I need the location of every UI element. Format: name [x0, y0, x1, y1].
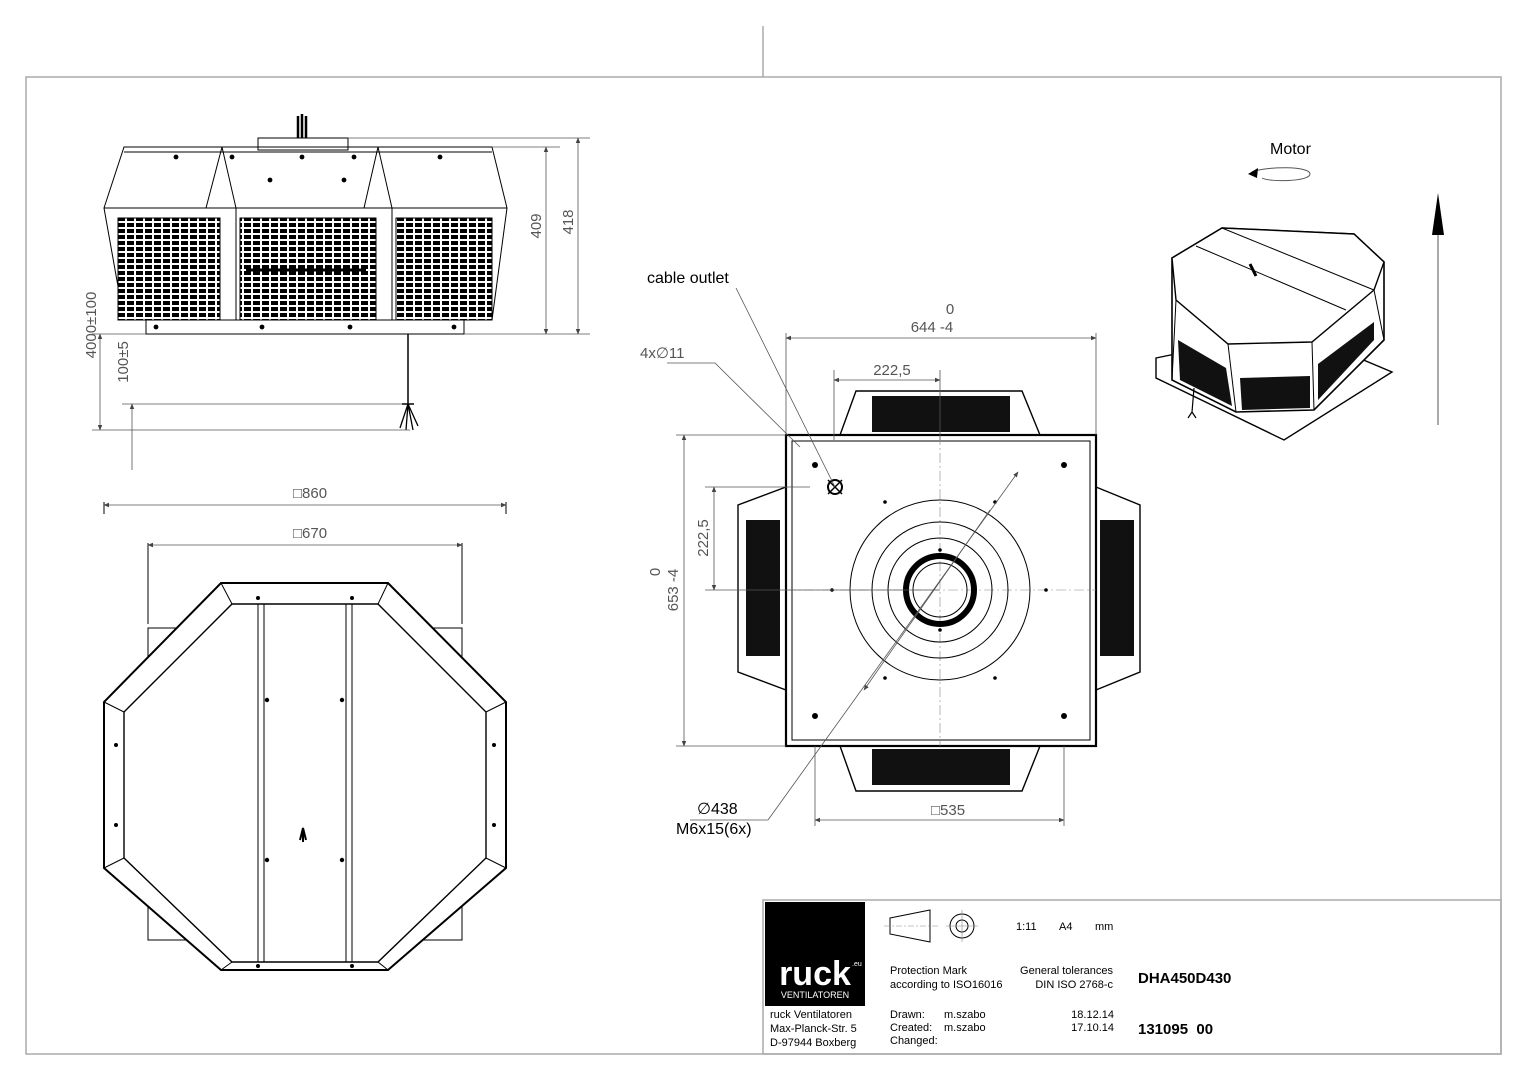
address-line2: Max-Planck-Str. 5: [770, 1023, 857, 1035]
holes-label: 4x∅11: [640, 345, 684, 362]
units: mm: [1095, 921, 1113, 933]
projection-symbol-icon: [884, 909, 978, 943]
drawn-by: m.szabo: [944, 1009, 986, 1021]
ruck-logo: [765, 902, 865, 1006]
created-label: Created:: [890, 1022, 932, 1034]
protection-line2: according to ISO16016: [890, 979, 1003, 991]
dim-cable-end: 100±5: [115, 341, 132, 383]
dim-cable-length: 4000±100: [83, 292, 100, 359]
iso-view: Motor: [1155, 141, 1444, 441]
logo-subtext: VENTILATOREN: [781, 990, 849, 1000]
drawn-label: Drawn:: [890, 1009, 925, 1021]
dim-hole-offset-x: 222,5: [873, 362, 911, 379]
tolerance-line2: DIN ISO 2768-c: [1035, 979, 1113, 991]
address-line1: ruck Ventilatoren: [770, 1009, 852, 1021]
scale: 1:11: [1016, 921, 1037, 933]
dim-409: 409: [528, 213, 545, 238]
dim-height: 653 -4: [665, 569, 682, 612]
dim-hole-offset-y: 222,5: [695, 519, 712, 557]
created-date: 17.10.14: [1071, 1022, 1114, 1034]
logo-text: ruck: [779, 955, 851, 993]
changed-label: Changed:: [890, 1035, 938, 1047]
rotation-arrow-icon: [1251, 167, 1311, 182]
side-view: 409 418 4000±100 100±5: [83, 114, 590, 470]
dim-670: □670: [293, 525, 327, 542]
motor-label: Motor: [1270, 141, 1312, 158]
base-view: cable outlet 4x∅11 0 644 -4 222,5 0 653 …: [640, 270, 1141, 838]
dim-width-upper: 0: [946, 301, 954, 318]
tolerance-line1: General tolerances: [1020, 965, 1113, 977]
paper-size: A4: [1059, 921, 1072, 933]
dim-535: □535: [931, 802, 965, 819]
top-view: □860 □670: [103, 485, 507, 971]
dim-width: 644 -4: [911, 319, 954, 336]
title-block: ruck .eu VENTILATOREN 1:11 A4 mm Protect…: [762, 899, 1502, 1055]
protection-line1: Protection Mark: [890, 965, 968, 977]
product-name: DHA450D430: [1138, 970, 1231, 987]
address-line3: D-97944 Boxberg: [770, 1037, 856, 1049]
airflow-arrow-icon: [1432, 193, 1444, 235]
drawing-number: 131095 00: [1138, 1021, 1213, 1038]
dim-circle: ∅438: [697, 801, 738, 818]
dim-screws: M6x15(6x): [676, 821, 752, 838]
dim-height-upper: 0: [647, 568, 664, 576]
dim-418: 418: [560, 209, 577, 234]
logo-superscript: .eu: [852, 961, 862, 968]
cable-outlet-label: cable outlet: [647, 270, 729, 287]
created-by: m.szabo: [944, 1022, 986, 1034]
drawn-date: 18.12.14: [1071, 1009, 1114, 1021]
dim-860: □860: [293, 485, 327, 502]
